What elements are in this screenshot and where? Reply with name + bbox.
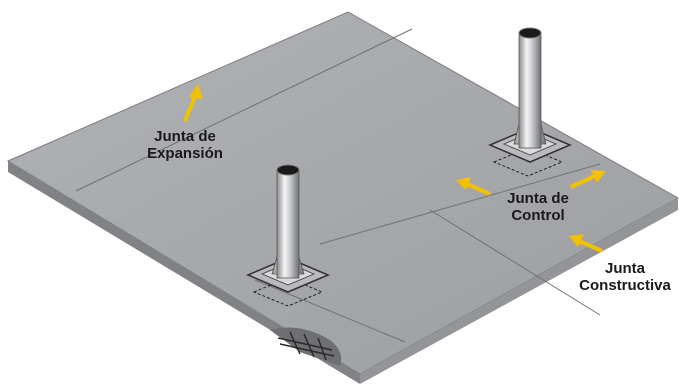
- control-label-line2: Control: [511, 207, 565, 224]
- cross-joint-line: [429, 209, 601, 316]
- steel-column-front: [246, 164, 330, 307]
- slab-front-edge: [8, 161, 360, 384]
- expansion-label-line1: Junta de: [154, 128, 216, 145]
- construction-arrow-icon: [569, 234, 603, 253]
- concrete-slab: [6, 11, 680, 384]
- column-shaft-back: [518, 32, 542, 149]
- column-shaft-front: [276, 169, 300, 279]
- construction-label-line1: Junta: [604, 260, 645, 277]
- control-arrow-left-icon: [456, 177, 491, 196]
- expansion-joint-label: Junta de Expansión: [130, 128, 240, 162]
- rebar-cutaway: [270, 327, 342, 366]
- expansion-label-line2: Expansión: [147, 145, 223, 162]
- construction-joint-label: Junta Constructiva: [570, 260, 680, 294]
- control-joint-line: [319, 163, 601, 245]
- construction-joint-line: [254, 279, 406, 343]
- isolation-joint-box-back: [492, 147, 564, 177]
- rebar-mesh-icon: [277, 331, 335, 361]
- isolation-joint-box-front: [252, 277, 324, 307]
- steel-column-back: [488, 27, 572, 177]
- arrows: [183, 84, 606, 253]
- column-top-front: [276, 164, 300, 176]
- expansion-arrow-icon: [183, 84, 203, 122]
- joint-lines: [75, 28, 601, 343]
- control-joint-label: Junta de Control: [478, 190, 598, 224]
- expansion-joint-line: [75, 28, 413, 192]
- construction-label-line2: Constructiva: [579, 277, 671, 294]
- slab-right-edge: [360, 198, 678, 384]
- column-top-back: [518, 27, 542, 39]
- control-label-line1: Junta de: [507, 190, 569, 207]
- control-arrow-right-icon: [570, 170, 606, 189]
